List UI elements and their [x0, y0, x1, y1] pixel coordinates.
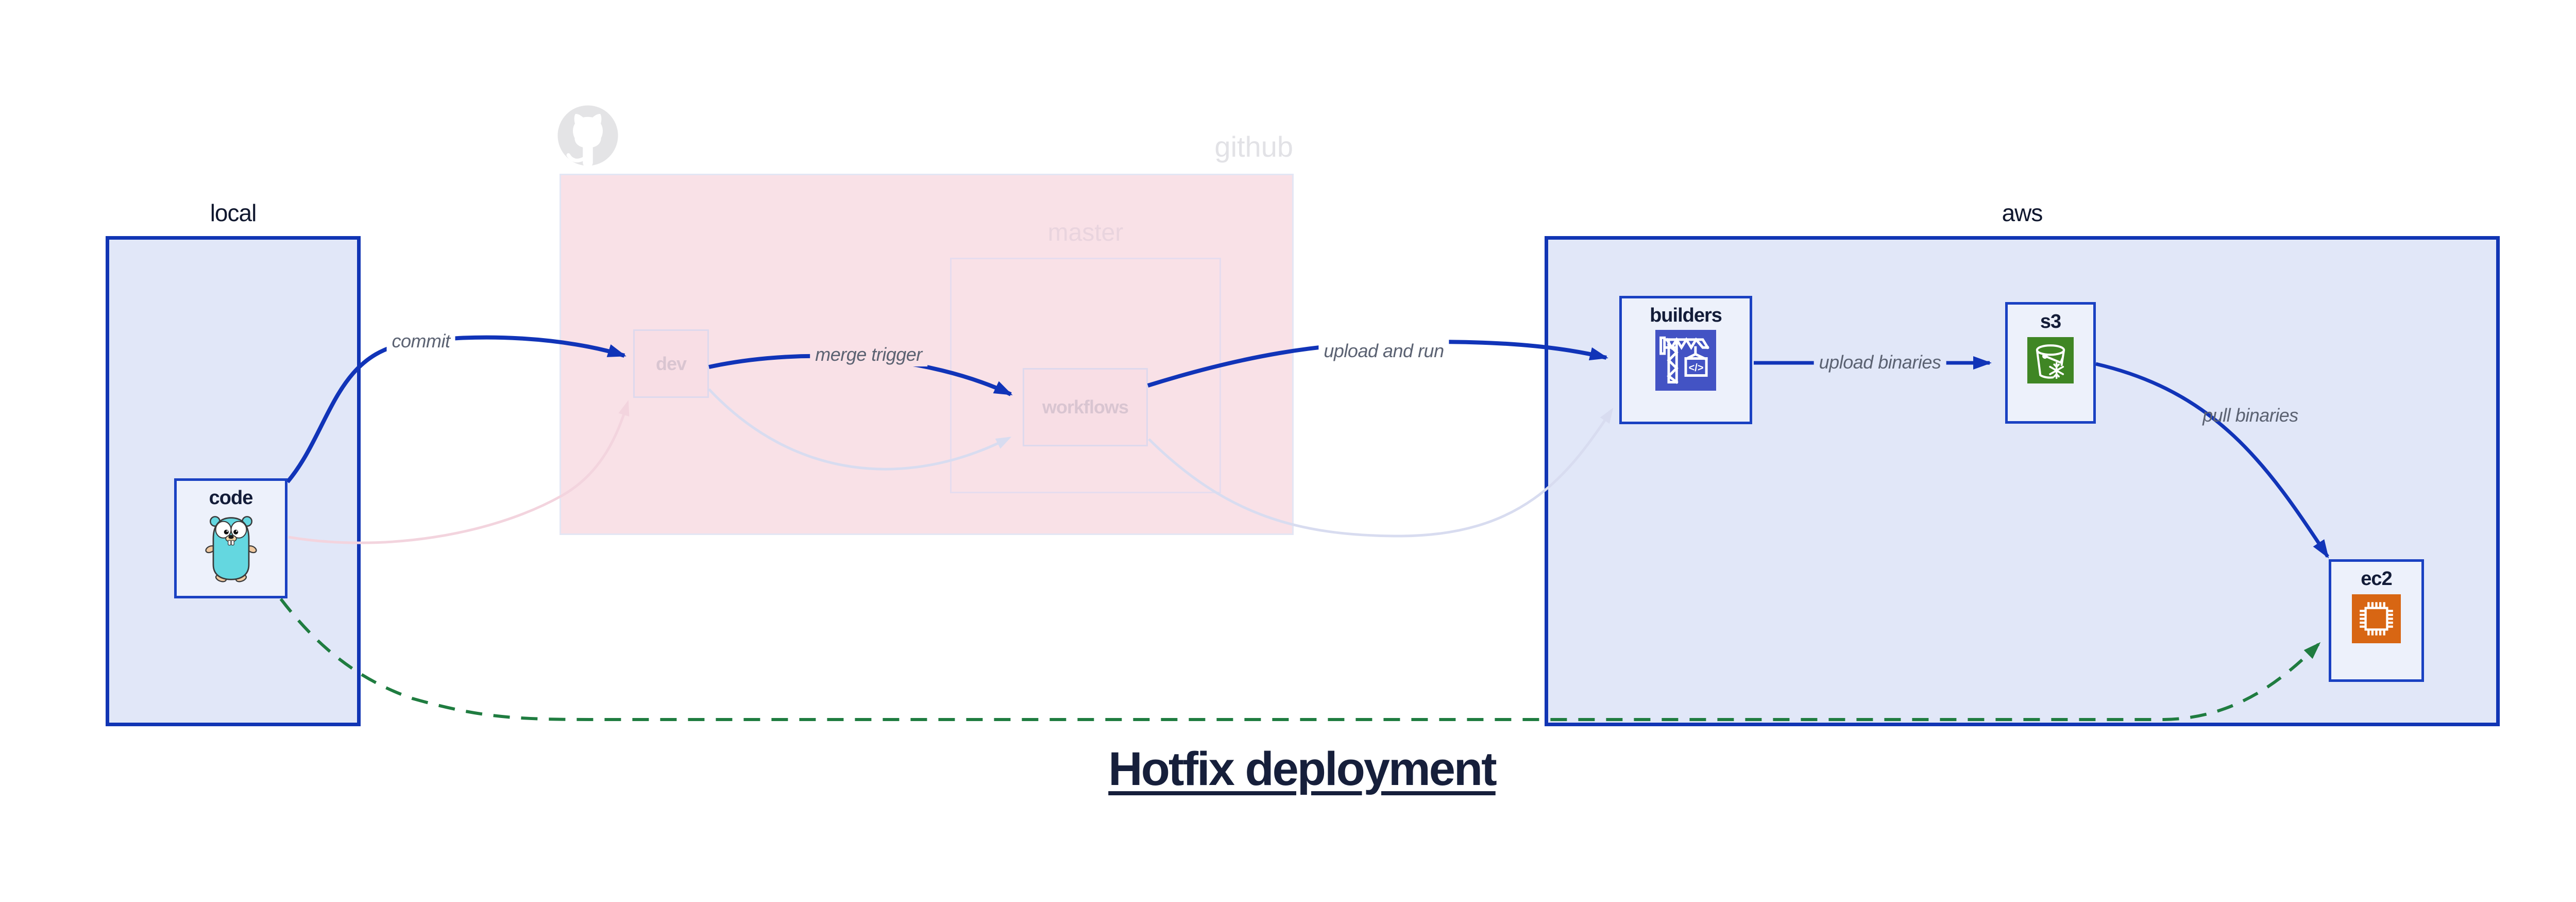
- node-code: code: [174, 478, 287, 598]
- local-container-label: local: [210, 199, 257, 226]
- node-builders: builders </>: [1619, 296, 1752, 424]
- edge-label-upload-and-run: upload and run: [1318, 339, 1449, 363]
- crane-icon: </>: [1655, 330, 1716, 391]
- edge-pull-binaries: [2095, 362, 2329, 559]
- node-workflows-label: workflows: [1042, 396, 1129, 417]
- faded-edge-code-to-dev: [288, 400, 630, 544]
- node-workflows: workflows: [1023, 368, 1148, 446]
- edge-label-commit: commit: [386, 329, 455, 353]
- edge-commit: [285, 335, 626, 483]
- master-branch-label: master: [1047, 219, 1124, 246]
- node-s3-label: s3: [2040, 311, 2061, 332]
- edge-hotfix-dashed: [279, 598, 2321, 721]
- gopher-icon: [205, 516, 257, 582]
- master-branch-box: [950, 258, 1221, 493]
- edge-label-upload-binaries: upload binaries: [1814, 350, 1946, 374]
- node-ec2: ec2: [2329, 559, 2424, 682]
- node-s3: s3: [2005, 302, 2096, 424]
- octocat-icon: [556, 104, 619, 167]
- node-dev-label: dev: [655, 353, 687, 374]
- edge-label-pull-binaries: pull binaries: [2202, 405, 2298, 426]
- node-ec2-label: ec2: [2361, 568, 2392, 590]
- github-region-label: github: [1214, 130, 1293, 163]
- diagram-title: Hotfix deployment: [1108, 743, 1497, 795]
- faded-edge-dev-to-workflows: [708, 388, 1012, 471]
- svg-text:</>: </>: [1689, 362, 1704, 374]
- aws-container-label: aws: [2002, 199, 2043, 226]
- node-dev: dev: [633, 329, 709, 398]
- bucket-snowflake-icon: [2027, 337, 2074, 383]
- chip-icon: [2352, 594, 2401, 643]
- node-builders-label: builders: [1650, 305, 1722, 326]
- faded-edge-workflows-to-builders: [1148, 407, 1614, 538]
- node-code-label: code: [209, 487, 253, 509]
- edge-label-merge-trigger: merge trigger: [810, 343, 927, 366]
